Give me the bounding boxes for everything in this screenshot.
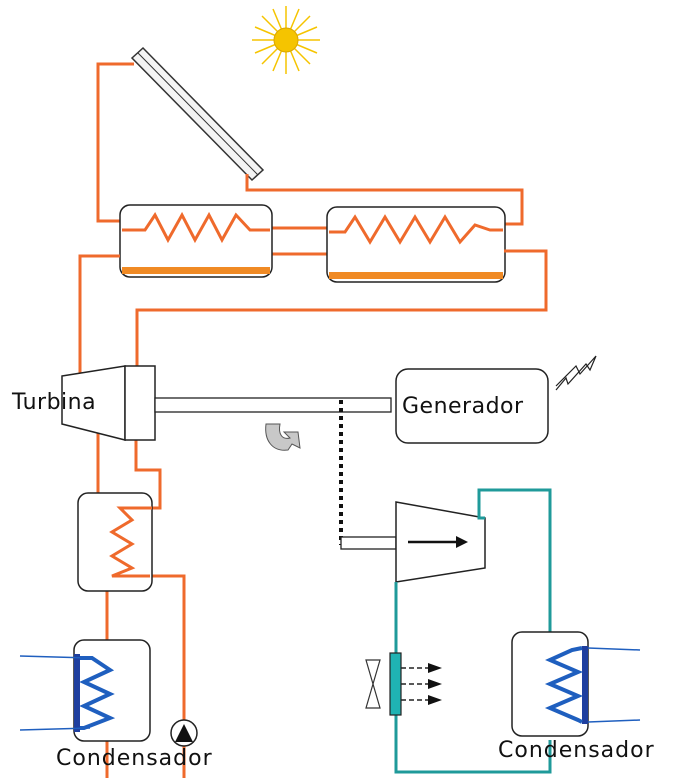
rotation-arrow-icon	[265, 423, 301, 451]
collector-loop	[96, 62, 524, 256]
condenser-right	[511, 631, 641, 737]
condenser-left	[19, 639, 151, 742]
lightning-icon	[555, 355, 597, 391]
sun-icon	[252, 6, 320, 74]
turbine-fluid-loop	[78, 249, 548, 778]
heat-exchanger-1	[119, 204, 273, 278]
compressor	[395, 501, 486, 583]
fan-icon	[365, 659, 381, 709]
generator	[395, 368, 549, 444]
condenser-right-label: Condensador	[498, 738, 655, 763]
generator-label: Generador	[402, 394, 524, 419]
condenser-left-label: Condensador	[56, 746, 213, 771]
shaft	[154, 397, 392, 413]
solar-collector	[130, 46, 265, 182]
cooling-loop	[394, 488, 552, 774]
turbine-label: Turbina	[12, 390, 97, 415]
expansion-valve	[389, 652, 442, 716]
turbine	[61, 365, 156, 441]
recuperator	[77, 492, 153, 592]
linkage	[339, 400, 397, 550]
heat-exchanger-2	[326, 206, 506, 283]
pump-icon	[170, 719, 198, 747]
